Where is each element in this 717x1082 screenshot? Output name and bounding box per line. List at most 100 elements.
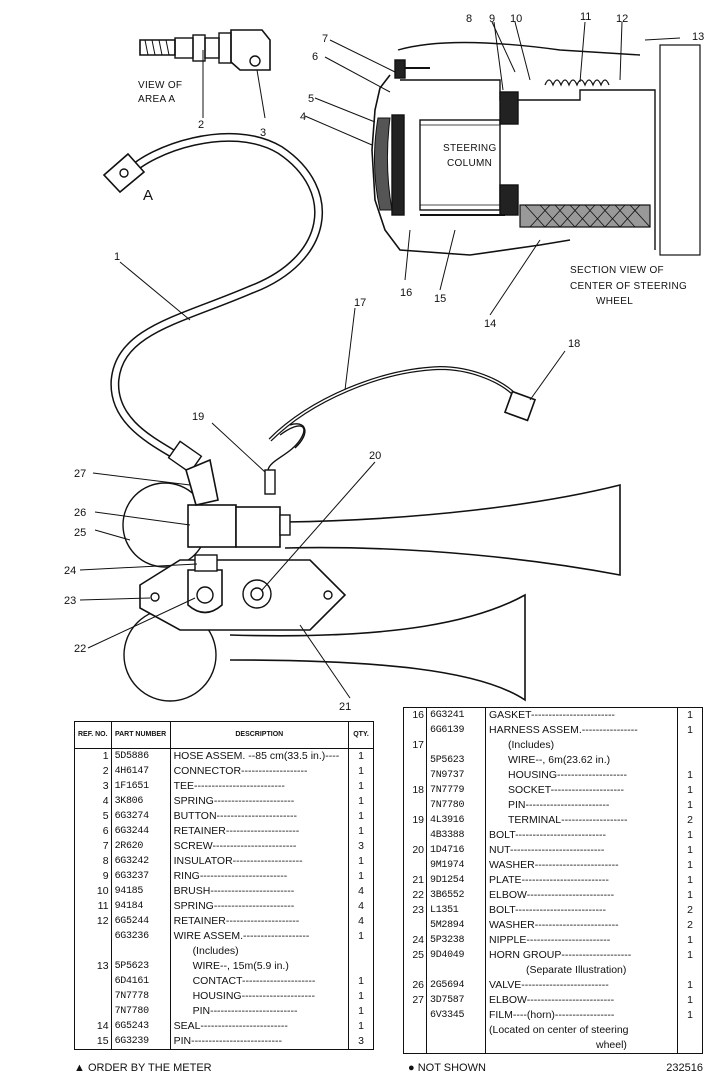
part-number: 2G5694 <box>426 978 486 993</box>
description: (Includes) <box>485 738 678 753</box>
ref-number <box>403 1023 427 1038</box>
ref-number: 22 <box>403 888 427 903</box>
table-row: (Located on center of steering <box>403 1023 703 1038</box>
part-number: L1351 <box>426 903 486 918</box>
quantity <box>349 944 374 959</box>
section-caption-1: SECTION VIEW OF <box>570 265 664 276</box>
description: HOSE ASSEM. --85 cm(33.5 in.)---- <box>170 748 350 764</box>
quantity: 1 <box>358 810 364 822</box>
section-caption-3: WHEEL <box>596 296 633 307</box>
description: NUT--------------------------- <box>485 843 678 858</box>
horn-group <box>122 458 621 702</box>
quantity <box>678 1038 703 1054</box>
not-shown-note: ● NOT SHOWN <box>408 1062 486 1074</box>
quantity: 1 <box>358 795 364 807</box>
part-number: 6V3345 <box>426 1008 486 1023</box>
ref-number <box>403 918 427 933</box>
ref-number <box>403 1008 427 1023</box>
table-row: wheel) <box>403 1038 703 1054</box>
quantity: 1 <box>358 855 364 867</box>
quantity: 4 <box>358 915 364 927</box>
ref-number <box>403 828 427 843</box>
header-description: DESCRIPTION <box>170 721 350 749</box>
callout-16: 16 <box>400 287 412 299</box>
quantity: 4 <box>358 900 364 912</box>
description: wheel) <box>485 1038 678 1054</box>
callout-20: 20 <box>369 450 381 462</box>
quantity: 1 <box>687 859 693 871</box>
part-number: 1F1651 <box>111 779 171 794</box>
part-number: 5P5623 <box>111 959 171 974</box>
part-number <box>111 944 171 959</box>
ref-number <box>74 1004 112 1019</box>
callout-13: 13 <box>692 31 704 43</box>
description: RETAINER--------------------- <box>170 824 350 839</box>
part-number: 6G3236 <box>111 929 171 944</box>
callout-24: 24 <box>64 565 76 577</box>
ref-number <box>403 723 427 738</box>
column-label: COLUMN <box>447 158 492 169</box>
ref-number: 12 <box>74 914 112 929</box>
part-number: 6G6139 <box>426 723 486 738</box>
steering-label: STEERING <box>443 143 497 154</box>
callout-18: 18 <box>568 338 580 350</box>
callout-5: 5 <box>308 93 314 105</box>
callout-1: 1 <box>114 251 120 263</box>
description: SEAL------------------------- <box>170 1019 350 1034</box>
callout-15: 15 <box>434 293 446 305</box>
ref-number: 20 <box>403 843 427 858</box>
table-row: 17 (Includes) <box>403 738 703 753</box>
part-number: 5D5886 <box>111 748 171 764</box>
description: TERMINAL------------------- <box>485 813 678 828</box>
description: CONNECTOR------------------- <box>170 764 350 779</box>
area-a-letter: A <box>143 187 153 204</box>
ref-number: 13 <box>74 959 112 974</box>
quantity: 1 <box>358 780 364 792</box>
ref-number: 18 <box>403 783 427 798</box>
description: WIRE ASSEM.------------------- <box>170 929 350 944</box>
description: HORN GROUP-------------------- <box>485 948 678 963</box>
description: RETAINER--------------------- <box>170 914 350 929</box>
part-number: 6G5244 <box>111 914 171 929</box>
quantity: 2 <box>687 814 693 826</box>
quantity: 1 <box>687 934 693 946</box>
ref-number: 19 <box>403 813 427 828</box>
callout-14: 14 <box>484 318 496 330</box>
description: HOUSING--------------------- <box>170 989 350 1004</box>
description: VALVE------------------------- <box>485 978 678 993</box>
part-number: 9D4049 <box>426 948 486 963</box>
part-number: 7N7780 <box>111 1004 171 1019</box>
callout-26: 26 <box>74 507 86 519</box>
description: SPRING----------------------- <box>170 899 350 914</box>
ref-number <box>74 929 112 944</box>
description: BOLT-------------------------- <box>485 903 678 918</box>
header-ref: REF. NO. <box>74 721 112 749</box>
ref-number: 17 <box>403 738 427 753</box>
ref-number <box>403 858 427 873</box>
callout-27: 27 <box>74 468 86 480</box>
part-number: 9D1254 <box>426 873 486 888</box>
part-number: 6G3237 <box>111 869 171 884</box>
ref-number <box>403 1038 427 1054</box>
callout-4: 4 <box>300 111 306 123</box>
quantity: 1 <box>687 799 693 811</box>
part-number: 6G5243 <box>111 1019 171 1034</box>
description: HARNESS ASSEM.---------------- <box>485 723 678 738</box>
part-number <box>426 738 486 753</box>
